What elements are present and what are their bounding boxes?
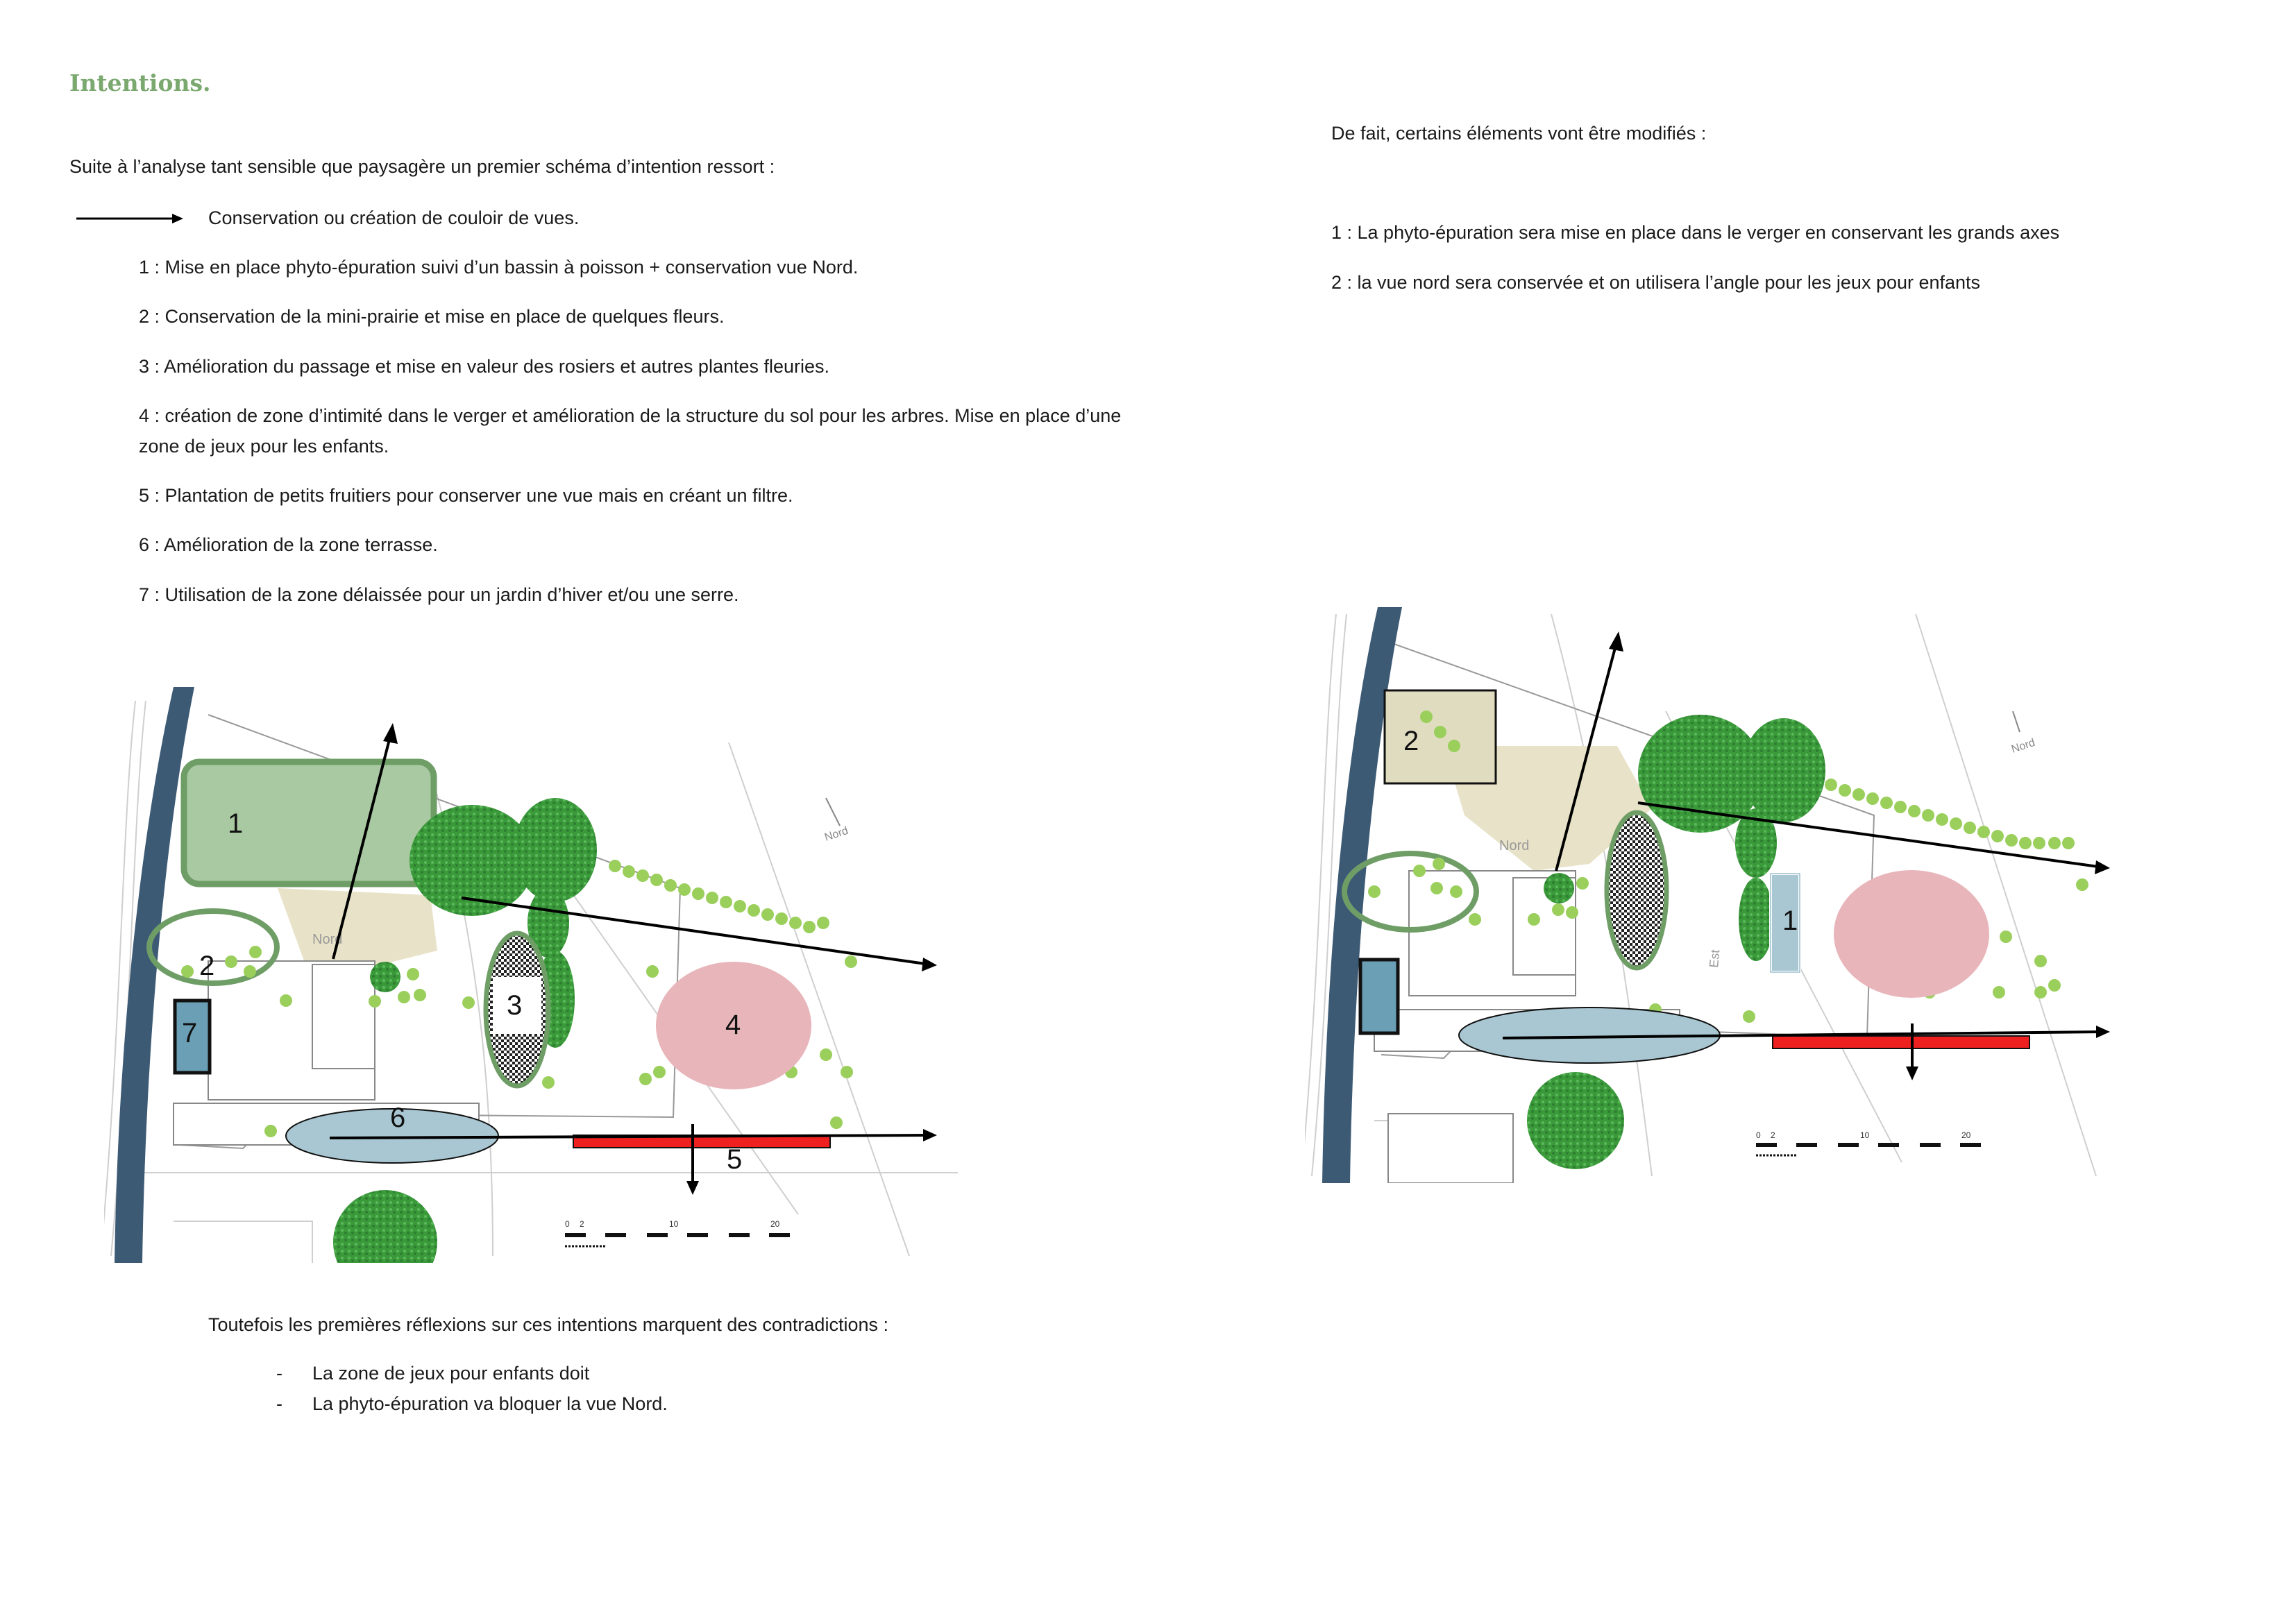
zone-1-phyto-epuration bbox=[180, 758, 437, 887]
svg-text:10: 10 bbox=[1860, 1130, 1870, 1140]
scale-bar: 0 2 10 20 bbox=[565, 1219, 790, 1248]
view-corridor-legend-arrow bbox=[75, 211, 186, 230]
view-corridor-arrows bbox=[1502, 631, 2110, 1080]
zone-3-label-box bbox=[493, 977, 541, 1034]
page-title: Intentions. bbox=[69, 69, 211, 96]
modifications-intro: De fait, certains éléments vont être mod… bbox=[1331, 123, 1707, 144]
passage-zone bbox=[1604, 810, 1669, 971]
legend-label: Conservation ou création de couloir de v… bbox=[208, 207, 580, 228]
intention-item-6: 6 : Amélioration de la zone terrasse. bbox=[139, 534, 438, 555]
jardin-hiver-zone bbox=[1358, 958, 1400, 1035]
intention-item-2: 2 : Conservation de la mini-prairie et m… bbox=[139, 306, 725, 327]
small-tree bbox=[370, 962, 400, 992]
north-indicator: Nord bbox=[823, 797, 850, 844]
nord-label: Nord bbox=[312, 932, 342, 947]
zone-2-mini-prairie bbox=[146, 908, 280, 986]
modification-item-2: 2 : la vue nord sera conservée et on uti… bbox=[1331, 272, 1981, 293]
shrub-row bbox=[181, 860, 857, 1137]
contradiction-item-2: La phyto-épuration va bloquer la vue Nor… bbox=[312, 1393, 668, 1414]
svg-text:2: 2 bbox=[1771, 1130, 1775, 1140]
svg-text:2: 2 bbox=[580, 1219, 584, 1229]
bullet-dash-1: - bbox=[276, 1363, 282, 1384]
label-1: 1 bbox=[228, 808, 243, 839]
tree-masses bbox=[1527, 715, 1825, 1169]
svg-text:20: 20 bbox=[1961, 1130, 1971, 1140]
north-label: Nord bbox=[2010, 737, 2036, 756]
label-2: 2 bbox=[199, 951, 214, 981]
est-label: Est bbox=[1707, 949, 1722, 969]
small-tree bbox=[1544, 873, 1574, 903]
lawn-area bbox=[278, 888, 437, 971]
verger-zone bbox=[1834, 870, 1989, 998]
svg-text:10: 10 bbox=[669, 1219, 679, 1229]
intention-plan-initial: Nord bbox=[104, 687, 958, 1263]
shrub-row bbox=[1368, 711, 2088, 1023]
petits-fruitiers-zone bbox=[1772, 1035, 2030, 1049]
label-1: 1 bbox=[1782, 906, 1798, 936]
svg-text:0: 0 bbox=[565, 1219, 570, 1229]
intention-item-3: 3 : Amélioration du passage et mise en v… bbox=[139, 356, 830, 377]
zone-labels: 1 2 bbox=[1403, 726, 1798, 936]
river bbox=[1322, 607, 1402, 1183]
north-indicator: Nord bbox=[2010, 711, 2036, 756]
label-5: 5 bbox=[727, 1144, 742, 1175]
label-3: 3 bbox=[507, 990, 522, 1021]
contradictions-intro: Toutefois les premières réflexions sur c… bbox=[208, 1314, 888, 1335]
zone-7-jardin-hiver bbox=[173, 999, 212, 1075]
scale-bar: 0 2 10 20 bbox=[1756, 1130, 1981, 1157]
river bbox=[115, 687, 194, 1263]
nord-label: Nord bbox=[1499, 838, 1529, 853]
svg-text:20: 20 bbox=[770, 1219, 780, 1229]
label-2: 2 bbox=[1403, 726, 1419, 756]
label-7: 7 bbox=[182, 1018, 197, 1048]
label-6: 6 bbox=[390, 1103, 405, 1133]
intention-item-5: 5 : Plantation de petits fruitiers pour … bbox=[139, 485, 793, 506]
view-corridor-arrows bbox=[329, 723, 937, 1195]
intro-text: Suite à l’analyse tant sensible que pays… bbox=[69, 156, 775, 177]
zone-4-verger bbox=[656, 962, 811, 1089]
svg-text:0: 0 bbox=[1756, 1130, 1761, 1140]
intention-plan-revised: Nord bbox=[1305, 607, 2117, 1183]
label-4: 4 bbox=[725, 1010, 741, 1040]
zone-labels: 1 2 3 4 5 6 7 bbox=[182, 808, 742, 1175]
north-label: Nord bbox=[823, 825, 850, 844]
bullet-dash-2: - bbox=[276, 1393, 282, 1414]
intention-item-1: 1 : Mise en place phyto-épuration suivi … bbox=[139, 257, 859, 278]
intention-item-7: 7 : Utilisation de la zone délaissée pou… bbox=[139, 584, 739, 605]
contradiction-item-1: La zone de jeux pour enfants doit bbox=[312, 1363, 590, 1384]
intention-item-4: 4 : création de zone d’intimité dans le … bbox=[139, 405, 1122, 457]
mini-prairie-zone bbox=[1342, 851, 1479, 933]
tree-masses bbox=[333, 798, 597, 1263]
modification-item-1: 1 : La phyto-épuration sera mise en plac… bbox=[1331, 222, 2060, 243]
